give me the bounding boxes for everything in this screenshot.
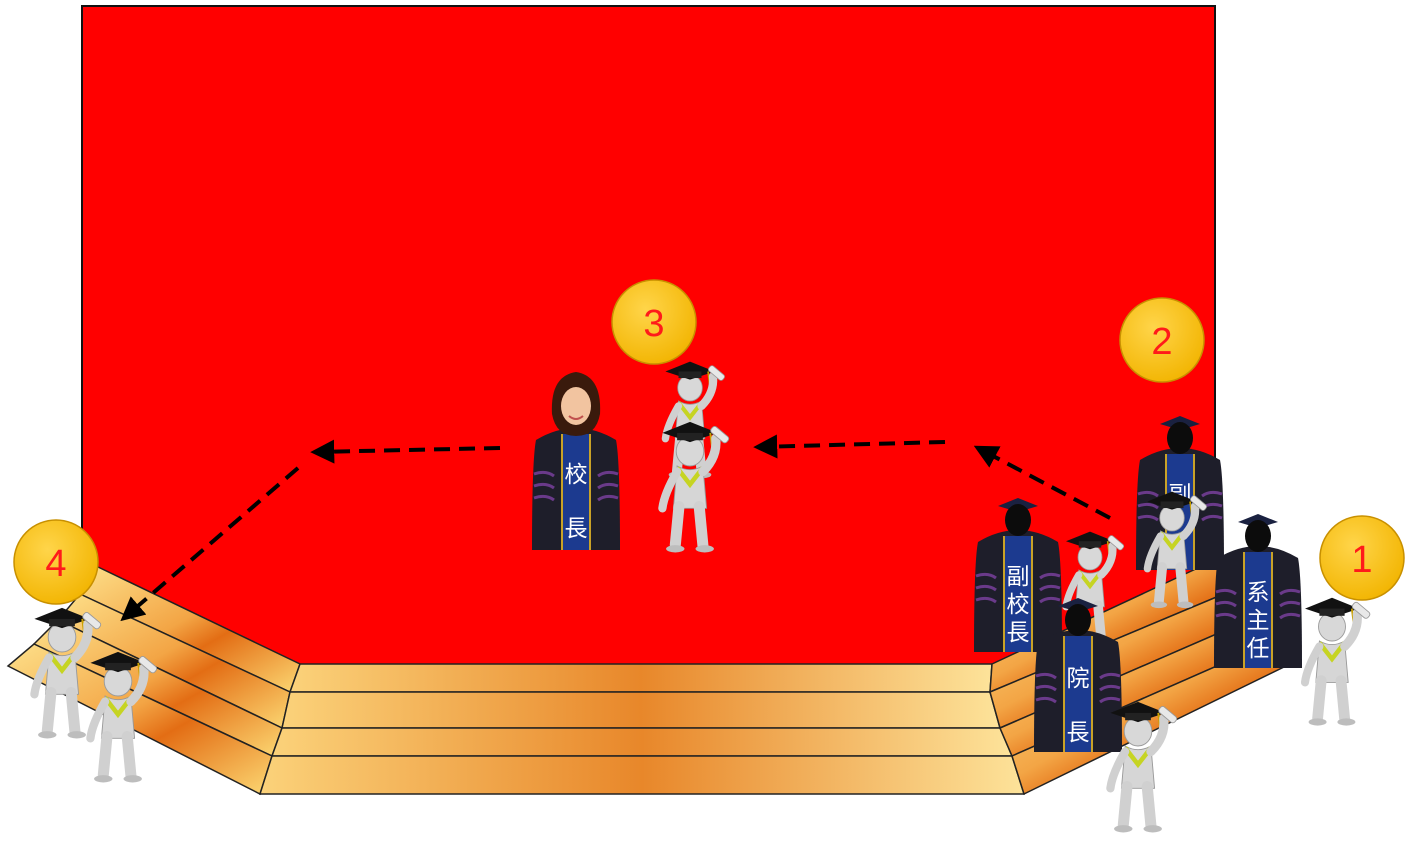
step-badge-3: 3 bbox=[612, 280, 696, 364]
robe-label-char: 長 bbox=[565, 516, 588, 542]
step-number: 3 bbox=[643, 303, 664, 345]
graduate-figure bbox=[1305, 598, 1371, 726]
step-number: 4 bbox=[45, 543, 66, 585]
robe-label-char: 長 bbox=[1067, 720, 1090, 746]
robe-label-char: 長 bbox=[1007, 620, 1030, 646]
step-number: 1 bbox=[1351, 539, 1372, 581]
step-badge-1: 1 bbox=[1320, 516, 1404, 600]
robe-label-char: 院 bbox=[1067, 666, 1090, 692]
robe-label-char: 主 bbox=[1247, 608, 1270, 634]
step-badge-2: 2 bbox=[1120, 298, 1204, 382]
robe-label-char: 系 bbox=[1247, 580, 1270, 606]
front-staircase bbox=[260, 664, 1024, 794]
robe-label-char: 校 bbox=[565, 462, 588, 488]
robe-label-char: 副 bbox=[1007, 564, 1030, 590]
department-chair-figure: 系 主 任 bbox=[1214, 514, 1302, 668]
robe-label-char: 校 bbox=[1007, 592, 1030, 618]
step-badge-4: 4 bbox=[14, 520, 98, 604]
robe-label-char: 任 bbox=[1247, 636, 1270, 662]
step-number: 2 bbox=[1151, 321, 1172, 363]
